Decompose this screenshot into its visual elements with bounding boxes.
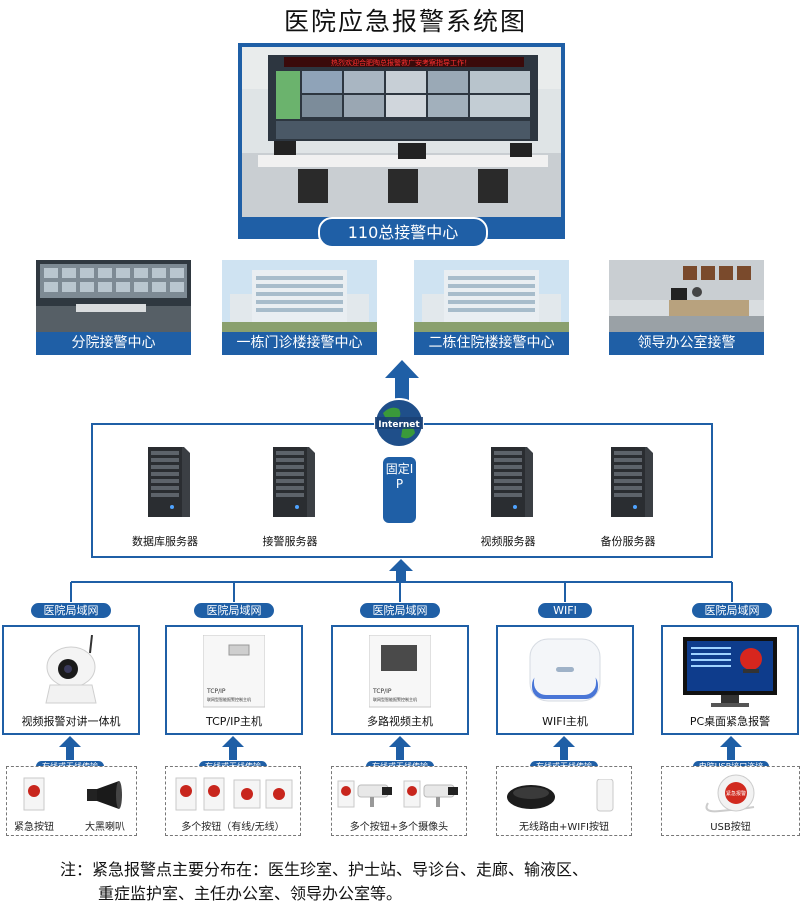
station-label: 领导办公室接警	[609, 332, 764, 355]
device-label: 视频报警对讲一体机	[21, 715, 121, 728]
server-icon	[273, 447, 315, 517]
router-and-wifi-button-icon	[507, 779, 614, 812]
center-photo: 热烈欢迎合肥陶总报警救广安考察指导工作！	[238, 43, 565, 239]
panel-subtitle: 联网型智能报警控制主机	[207, 696, 251, 702]
station-photo-leader	[609, 260, 764, 332]
up-arrow-icon	[59, 736, 81, 760]
server-icon	[148, 447, 190, 517]
network-label: 医院局域网	[360, 603, 440, 618]
server-icon	[611, 447, 653, 517]
network-label: 医院局域网	[692, 603, 772, 618]
station-card-branch: 分院接警中心	[36, 260, 191, 355]
device-label: PC桌面紧急报警	[689, 715, 771, 728]
terminal-box-multi-buttons: 多个按钮（有线/无线）	[165, 766, 301, 836]
panel-title: TCP/IP	[206, 688, 226, 695]
up-arrow-icon	[389, 559, 413, 583]
network-label: 医院局域网	[31, 603, 111, 618]
station-photo-branch	[36, 260, 191, 332]
globe-icon: Internet	[374, 398, 424, 448]
device-card-video-intercom: 视频报警对讲一体机	[2, 625, 140, 735]
page-title: 医院应急报警系统图	[283, 7, 527, 36]
wifi-router-icon	[529, 638, 601, 702]
fixed-ip-label: 固定IP	[385, 462, 414, 491]
usb-button-badge: 紧急报警	[726, 790, 746, 797]
device-card-multi-video-host: TCP/IP 联网型智能报警控制主机 多路视频主机	[331, 625, 469, 735]
buttons-cameras-group-icon	[337, 780, 458, 808]
panel-title: TCP/IP	[372, 688, 392, 695]
control-room-image: 热烈欢迎合肥陶总报警救广安考察指导工作！	[242, 47, 561, 217]
network-label: 医院局域网	[194, 603, 274, 618]
panic-button-icon	[23, 777, 45, 811]
footnote-line2: 重症监护室、主任办公室、领导办公室等。	[98, 884, 403, 903]
terminal-box-usb-button: 紧急报警 USB按钮	[661, 766, 800, 836]
up-arrow-icon	[720, 736, 742, 760]
panic-buttons-group-icon	[175, 777, 293, 811]
footnote: 注：紧急报警点主要分布在：医生珍室、护士站、导诊台、走廊、输液区、 重症监护室、…	[60, 858, 588, 906]
device-label: TCP/IP主机	[206, 715, 262, 728]
device-label: 多路视频主机	[367, 715, 433, 728]
terminal-box-buttons-cameras: 多个按钮+多个摄像头	[331, 766, 467, 836]
terminal-box-wifi-button: 无线路由+WIFI按钮	[496, 766, 632, 836]
station-card-inpatient: 二栋住院楼接警中心	[414, 260, 569, 355]
device-card-pc-alarm: PC桌面紧急报警	[661, 625, 799, 735]
up-arrow-icon	[389, 736, 411, 760]
footnote-line1: 注：紧急报警点主要分布在：医生珍室、护士站、导诊台、走廊、输液区、	[60, 860, 589, 879]
ip-camera-icon	[45, 635, 97, 704]
terminal-label: 多个按钮（有线/无线）	[181, 822, 285, 833]
up-arrow-icon	[385, 360, 419, 400]
panel-subtitle: 联网型智能报警控制主机	[373, 696, 417, 702]
up-arrow-icon	[222, 736, 244, 760]
usb-button-icon: 紧急报警	[705, 774, 755, 813]
server-icon	[491, 447, 533, 517]
network-label: WIFI	[538, 603, 592, 618]
device-card-wifi-host: WIFI主机	[496, 625, 634, 735]
station-photo-inpatient	[414, 260, 569, 332]
up-arrow-icon	[553, 736, 575, 760]
server-label-database: 数据库服务器	[132, 535, 198, 548]
internet-label: Internet	[378, 420, 420, 430]
terminal-label: 无线路由+WIFI按钮	[519, 822, 609, 833]
station-label: 分院接警中心	[36, 332, 191, 355]
server-label-video: 视频服务器	[480, 535, 536, 548]
center-label: 110总接警中心	[318, 217, 488, 248]
alarm-host-panel-icon: TCP/IP 联网型智能报警控制主机	[203, 635, 265, 708]
terminal-label: 多个按钮+多个摄像头	[349, 822, 449, 833]
station-label: 二栋住院楼接警中心	[414, 332, 569, 355]
station-photo-outpatient	[222, 260, 377, 332]
station-card-leader: 领导办公室接警	[609, 260, 764, 355]
terminal-label: USB按钮	[710, 822, 751, 833]
terminal-box-buttons-speaker: 紧急按钮 大黑喇叭	[6, 766, 137, 836]
pc-monitor-icon	[683, 637, 777, 707]
station-card-outpatient: 一栋门诊楼接警中心	[222, 260, 377, 355]
fixed-ip-badge: 固定IP	[383, 457, 416, 523]
video-host-panel-icon: TCP/IP 联网型智能报警控制主机	[369, 635, 431, 708]
station-label: 一栋门诊楼接警中心	[222, 332, 377, 355]
network-bus	[70, 581, 733, 602]
center-banner: 热烈欢迎合肥陶总报警救广安考察指导工作！	[331, 58, 471, 67]
terminal-label: 紧急按钮	[14, 822, 54, 833]
server-label-alarm: 接警服务器	[262, 535, 318, 548]
horn-speaker-icon	[87, 781, 122, 809]
device-label: WIFI主机	[542, 715, 588, 728]
server-label-backup: 备份服务器	[600, 535, 656, 548]
terminal-label: 大黑喇叭	[85, 822, 125, 833]
device-card-tcpip-host: TCP/IP 联网型智能报警控制主机 TCP/IP主机	[165, 625, 303, 735]
